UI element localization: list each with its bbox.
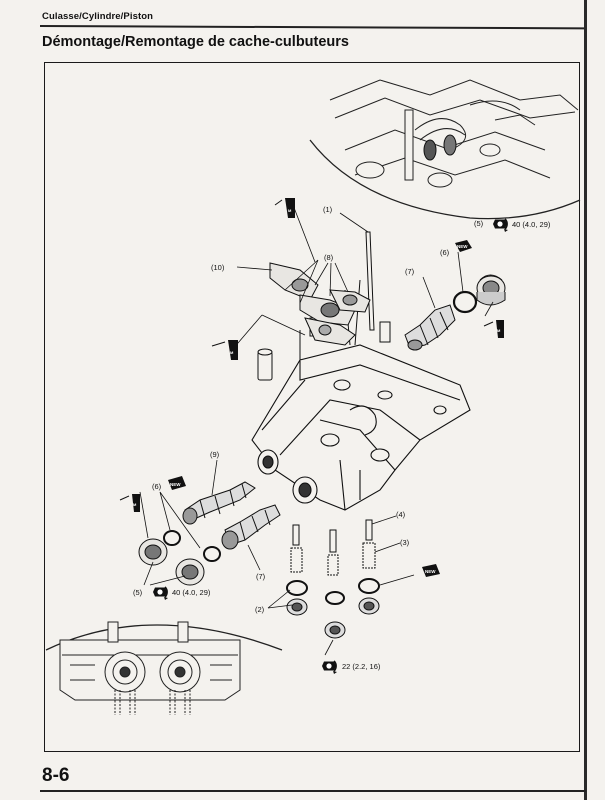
- svg-text:M: M: [497, 328, 501, 333]
- svg-text:NEW: NEW: [170, 482, 181, 487]
- page-title: Démontage/Remontage de cache-culbuteurs: [42, 34, 349, 50]
- page-edge: [584, 0, 587, 800]
- callout-6-top: (6): [440, 248, 450, 257]
- callout-2: (2): [255, 605, 265, 614]
- torque-spec-drain: 22 (2.2, 16): [342, 662, 381, 671]
- installed-view-inset: [309, 79, 581, 220]
- callout-6-left: (6): [152, 482, 162, 491]
- svg-text:M: M: [133, 502, 137, 507]
- callout-9: (9): [210, 450, 220, 459]
- torque-spec-bottom: 40 (4.0, 29): [172, 588, 211, 597]
- underside-view-inset: [45, 621, 283, 715]
- torque-spec-top: 40 (4.0, 29): [512, 220, 551, 229]
- svg-text:NEW: NEW: [425, 569, 436, 574]
- torque-wrench-icon: [321, 660, 338, 675]
- footer-rule: [40, 790, 586, 792]
- callout-8: (8): [324, 253, 334, 262]
- new-part-icon: NEW: [168, 476, 186, 490]
- diagram-frame: [44, 62, 580, 752]
- section-header: Culasse/Cylindre/Piston: [42, 11, 154, 22]
- molybdenum-oil-icon: M: [211, 340, 238, 360]
- camshaft-assembly: [138, 481, 281, 586]
- callout-3: (3): [400, 538, 410, 547]
- callout-1: (1): [323, 205, 333, 214]
- new-part-icon: NEW: [422, 564, 440, 577]
- svg-text:M: M: [230, 350, 234, 355]
- molybdenum-oil-icon: M: [483, 320, 504, 338]
- torque-wrench-icon: [492, 218, 509, 233]
- leader-lines: [139, 204, 494, 656]
- molybdenum-oil-icon: M: [274, 198, 295, 218]
- callout-7-bottom: (7): [256, 572, 266, 581]
- svg-text:M: M: [288, 208, 292, 213]
- new-part-icon: NEW: [455, 240, 472, 252]
- callout-4: (4): [396, 510, 406, 519]
- cylinder-head: [251, 344, 471, 511]
- callout-5-bottom: (5): [133, 588, 143, 597]
- molybdenum-oil-icon: M: [119, 494, 140, 512]
- torque-wrench-icon: [152, 586, 169, 601]
- rocker-shaft-1: [365, 231, 375, 331]
- valve-and-plug-parts: [286, 519, 380, 639]
- callout-10: (10): [211, 263, 225, 272]
- rocker-arms: [269, 262, 371, 346]
- breather-assembly: [404, 274, 506, 351]
- callout-7-top: (7): [405, 267, 415, 276]
- callout-5-top: (5): [474, 219, 484, 228]
- svg-text:NEW: NEW: [457, 244, 468, 249]
- page-number: 8-6: [42, 765, 70, 786]
